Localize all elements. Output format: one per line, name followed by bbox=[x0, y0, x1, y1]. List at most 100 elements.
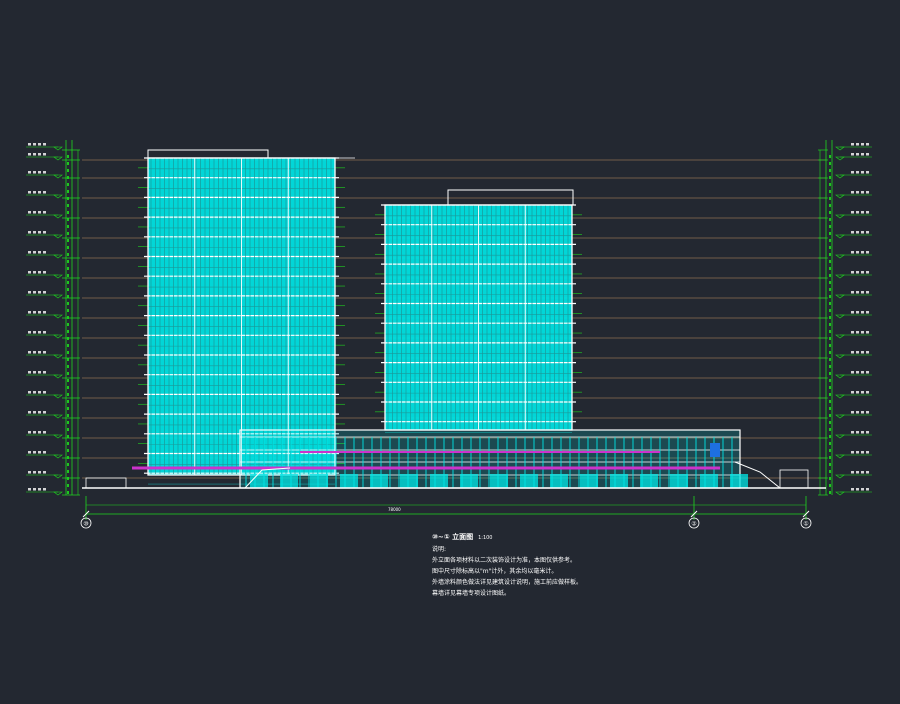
elevation-text-glyph bbox=[856, 311, 859, 314]
elevation-text-glyph bbox=[33, 251, 36, 254]
scale-mark bbox=[67, 337, 69, 340]
scale-mark bbox=[67, 288, 69, 291]
elevation-text-glyph bbox=[28, 311, 31, 314]
scale-mark bbox=[829, 358, 831, 361]
elevation-text-glyph bbox=[43, 311, 46, 314]
elevation-text-glyph bbox=[866, 143, 869, 146]
elevation-triangle-icon bbox=[835, 414, 845, 419]
elevation-text-glyph bbox=[866, 351, 869, 354]
elevation-text-glyph bbox=[851, 271, 854, 274]
elevation-text-glyph bbox=[28, 488, 31, 491]
elevation-text-glyph bbox=[38, 411, 41, 414]
elevation-text-glyph bbox=[866, 271, 869, 274]
axis-label: ⑩ bbox=[83, 521, 88, 528]
storefront-glazing bbox=[280, 474, 298, 488]
elevation-text-glyph bbox=[866, 171, 869, 174]
elevation-text-glyph bbox=[38, 451, 41, 454]
elevation-text-glyph bbox=[856, 351, 859, 354]
elevation-text-glyph bbox=[28, 153, 31, 156]
elevation-text-glyph bbox=[43, 471, 46, 474]
scale-mark bbox=[67, 365, 69, 368]
scale-mark bbox=[829, 183, 831, 186]
roof-parapet bbox=[447, 189, 574, 206]
scale-mark bbox=[67, 456, 69, 459]
scale-mark bbox=[829, 351, 831, 354]
axis-label: ① bbox=[803, 521, 808, 528]
elevation-text-glyph bbox=[33, 391, 36, 394]
elevation-text-glyph bbox=[38, 231, 41, 234]
elevation-text-glyph bbox=[33, 471, 36, 474]
storefront-glazing bbox=[340, 474, 358, 488]
elevation-text-glyph bbox=[856, 251, 859, 254]
drawing-title-row: ⑩~① 立面图 1:100 bbox=[432, 532, 582, 544]
elevation-text-glyph bbox=[861, 451, 864, 454]
elevation-text-glyph bbox=[28, 291, 31, 294]
elevation-triangle-icon bbox=[835, 354, 845, 359]
elevation-text-glyph bbox=[43, 143, 46, 146]
elevation-text-glyph bbox=[856, 271, 859, 274]
elevation-text-glyph bbox=[856, 331, 859, 334]
elevation-text-glyph bbox=[861, 153, 864, 156]
scale-mark bbox=[67, 253, 69, 256]
elevation-text-glyph bbox=[43, 251, 46, 254]
elevation-text-glyph bbox=[43, 351, 46, 354]
elevation-text-glyph bbox=[33, 311, 36, 314]
elevation-text-glyph bbox=[43, 371, 46, 374]
elevation-triangle-icon bbox=[53, 334, 63, 339]
elevation-text-glyph bbox=[866, 231, 869, 234]
storefront-glazing bbox=[670, 474, 688, 488]
elevation-text-glyph bbox=[856, 231, 859, 234]
elevation-text-glyph bbox=[851, 251, 854, 254]
scale-mark bbox=[67, 344, 69, 347]
scale-mark bbox=[67, 435, 69, 438]
elevation-triangle-icon bbox=[835, 254, 845, 259]
scale-mark bbox=[67, 281, 69, 284]
tower-left bbox=[138, 149, 355, 485]
scale-mark bbox=[829, 197, 831, 200]
elevation-text-glyph bbox=[43, 231, 46, 234]
elevation-triangle-icon bbox=[835, 454, 845, 459]
scale-mark bbox=[67, 477, 69, 480]
elevation-text-glyph bbox=[866, 211, 869, 214]
elevation-text-glyph bbox=[851, 171, 854, 174]
elevation-text-glyph bbox=[28, 451, 31, 454]
scale-mark bbox=[829, 407, 831, 410]
storefront-glazing bbox=[580, 474, 598, 488]
elevation-triangle-icon bbox=[53, 274, 63, 279]
elevation-text-glyph bbox=[851, 143, 854, 146]
scale-mark bbox=[829, 155, 831, 158]
notes-heading: 说明: bbox=[432, 546, 447, 553]
elevation-triangle-icon bbox=[835, 294, 845, 299]
scale-mark bbox=[829, 386, 831, 389]
elevation-text-glyph bbox=[28, 351, 31, 354]
elevation-text-glyph bbox=[28, 143, 31, 146]
scale-mark bbox=[67, 218, 69, 221]
scale-mark bbox=[67, 414, 69, 417]
elevation-text-glyph bbox=[33, 351, 36, 354]
scale-mark bbox=[829, 463, 831, 466]
elevation-text-glyph bbox=[28, 431, 31, 434]
scale-mark bbox=[67, 190, 69, 193]
elevation-text-glyph bbox=[28, 231, 31, 234]
scale-mark bbox=[67, 491, 69, 494]
elevation-text-glyph bbox=[856, 391, 859, 394]
elevation-text-glyph bbox=[43, 391, 46, 394]
elevation-triangle-icon bbox=[53, 174, 63, 179]
scale-mark bbox=[67, 372, 69, 375]
scale-mark bbox=[67, 204, 69, 207]
elevation-text-glyph bbox=[38, 471, 41, 474]
storefront-glazing bbox=[460, 474, 478, 488]
elevation-triangle-icon bbox=[53, 434, 63, 439]
elevation-text-glyph bbox=[866, 471, 869, 474]
drawing-title: ⑩~① 立面图 bbox=[432, 533, 474, 541]
elevation-text-glyph bbox=[861, 171, 864, 174]
elevation-text-glyph bbox=[43, 488, 46, 491]
dimension-lines bbox=[82, 496, 810, 520]
elevation-text-glyph bbox=[861, 231, 864, 234]
elevation-text-glyph bbox=[38, 143, 41, 146]
elevation-text-glyph bbox=[43, 291, 46, 294]
scale-mark bbox=[67, 302, 69, 305]
elevation-text-glyph bbox=[33, 411, 36, 414]
elevation-text-glyph bbox=[861, 488, 864, 491]
